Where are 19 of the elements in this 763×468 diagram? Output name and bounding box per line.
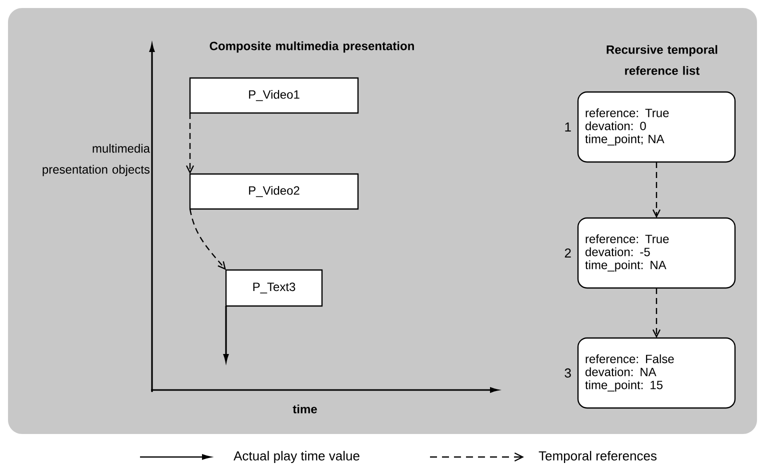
arrow <box>189 208 226 270</box>
object-box: P_Text3 <box>225 269 323 307</box>
arrow <box>652 288 661 338</box>
list-number: 3 <box>564 368 571 378</box>
legend-text: Actual play time value <box>234 450 360 464</box>
arrow <box>186 113 194 174</box>
reference-box: reference: True devation: -5 time_point: NA <box>577 217 736 289</box>
arrow <box>652 162 661 218</box>
object-box: P_Video2 <box>189 173 359 210</box>
legend-text: Temporal references <box>538 450 657 464</box>
heading-text: Recursive temporal reference list <box>606 45 718 75</box>
reference-box: reference: False devation: NA time_point: 15 <box>577 337 736 409</box>
heading-text: multimedia presentation objects <box>42 144 150 176</box>
object-box: P_Video1 <box>189 77 359 114</box>
reference-box: reference: True devation: 0 time_point; NA <box>577 91 736 163</box>
heading-text: Composite multimedia presentation <box>210 41 414 53</box>
heading-text: time <box>292 404 317 414</box>
list-number: 1 <box>565 122 571 132</box>
list-number: 2 <box>564 248 571 258</box>
